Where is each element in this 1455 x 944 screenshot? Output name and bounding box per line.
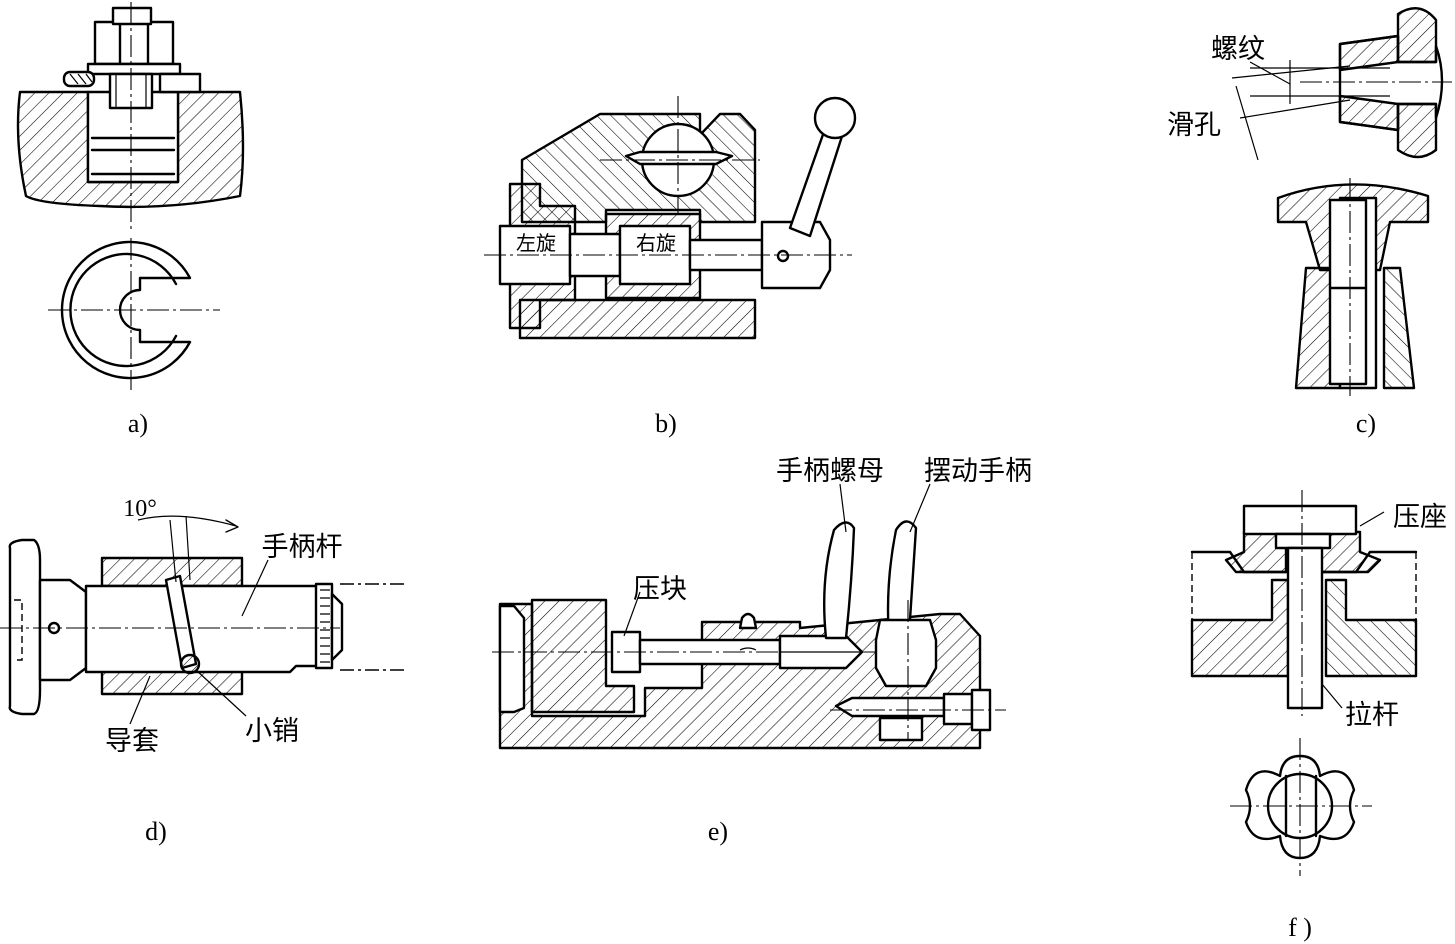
view-b-double-thread-clamp [484,96,857,340]
label-slide-hole: 滑孔 [1167,110,1221,141]
view-c-knob-thread-slide [1231,7,1452,396]
label-right-thread: 右旋 [636,231,676,255]
caption-e: e) [708,817,728,846]
label-handle-rod: 手柄杆 [262,532,343,563]
label-small-pin: 小销 [245,716,299,747]
caption-c: c) [1356,409,1376,438]
label-press-block: 压块 [633,574,687,605]
caption-b: b) [655,409,677,438]
label-thread: 螺纹 [1211,34,1265,65]
view-f-press-seat-pull-rod [1190,490,1418,876]
label-angle: 10° [123,496,157,522]
caption-f: f ) [1288,913,1312,942]
label-handle-nut: 手柄螺母 [776,456,884,487]
view-d-pin-handle-rod [0,515,404,725]
caption-a: a) [128,409,148,438]
label-press-seat: 压座 [1393,502,1447,533]
label-left-thread: 左旋 [516,231,556,255]
view-a-quick-release-washer [16,2,245,390]
caption-d: d) [145,817,167,846]
label-guide-sleeve: 导套 [105,726,159,757]
label-swing-handle: 摆动手柄 [924,456,1032,487]
label-pull-rod: 拉杆 [1345,700,1399,731]
view-e-vise-clamp [492,483,1006,750]
